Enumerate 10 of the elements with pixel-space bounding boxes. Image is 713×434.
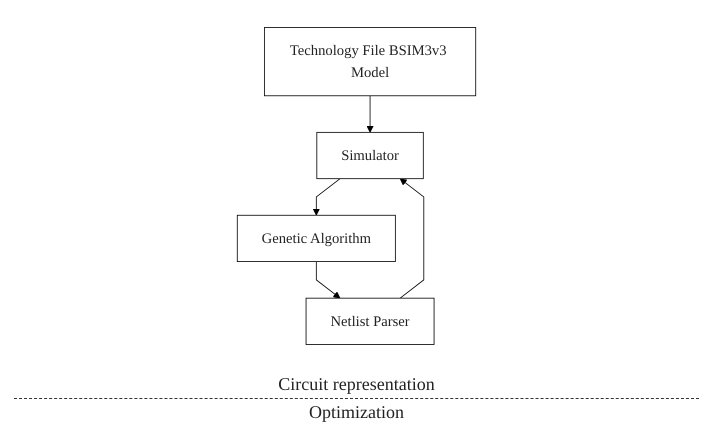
node-box: Netlist Parser [306, 297, 434, 344]
section-label: Circuit representation [278, 374, 435, 395]
arrow [316, 260, 340, 298]
arrow [400, 178, 424, 298]
node-box: Technology File BSIM3v3 Model [264, 26, 476, 96]
node-box: Simulator [316, 131, 424, 179]
node-box: Genetic Algorithm [236, 214, 396, 262]
section-label: Optimization [309, 402, 404, 423]
arrow [366, 94, 374, 132]
arrow [312, 178, 340, 216]
